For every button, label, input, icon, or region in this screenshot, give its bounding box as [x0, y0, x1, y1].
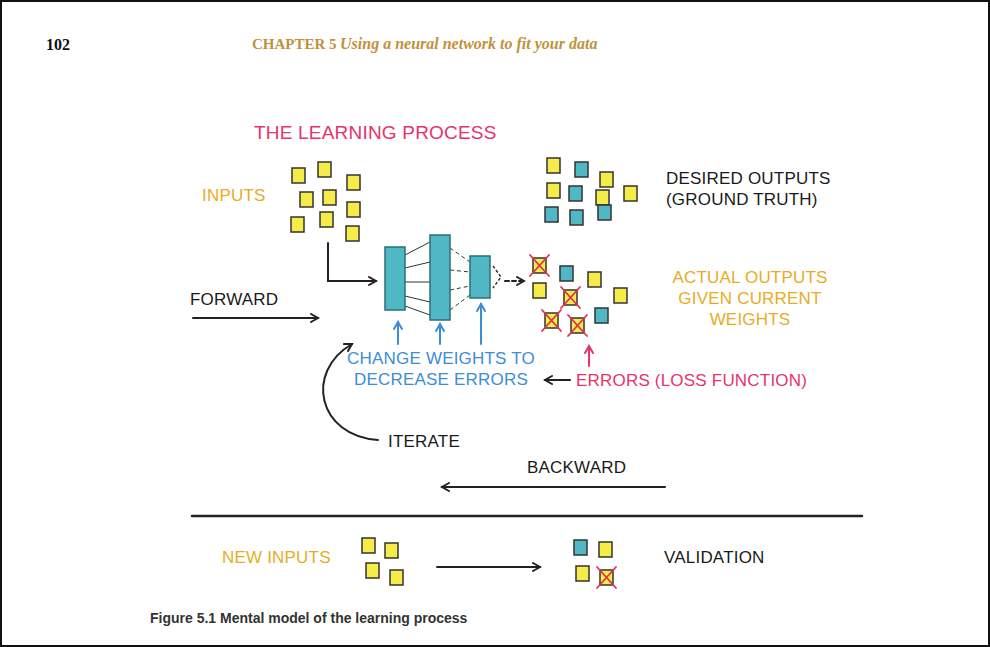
error-marks: [530, 255, 616, 588]
iterate-label: ITERATE: [388, 431, 498, 452]
sticky-note: [533, 283, 546, 298]
sticky-note: [560, 266, 573, 281]
error-cross: [597, 567, 616, 588]
sticky-note: [574, 540, 587, 555]
sticky-note: [318, 162, 331, 177]
validation-label: VALIDATION: [664, 547, 804, 568]
sticky-note: [300, 192, 313, 207]
sticky-note: [385, 543, 398, 558]
actual-outputs-label: ACTUAL OUTPUTS GIVEN CURRENT WEIGHTS: [655, 267, 845, 330]
sticky-note: [366, 563, 379, 578]
chapter-label: CHAPTER 5: [252, 36, 342, 53]
page-number: 102: [46, 36, 106, 54]
error-cross: [542, 310, 561, 331]
loss-label: ERRORS (LOSS FUNCTION): [576, 370, 836, 391]
weight-update-arrows: [398, 304, 481, 344]
error-cross: [530, 255, 549, 276]
diagram-title: THE LEARNING PROCESS: [254, 122, 554, 143]
sticky-note: [320, 212, 333, 227]
sticky-note: [596, 190, 609, 205]
sticky-note: [545, 207, 558, 222]
error-cross: [568, 315, 587, 336]
backward-label: BACKWARD: [527, 457, 657, 478]
sticky-note: [576, 566, 589, 581]
sticky-note: [547, 183, 560, 198]
sticky-note: [570, 210, 583, 225]
sticky-note: [600, 172, 613, 187]
sticky-note: [547, 158, 560, 173]
sticky-note: [599, 542, 612, 557]
sticky-note: [595, 308, 608, 323]
sticky-note: [569, 186, 582, 201]
sticky-note: [323, 190, 336, 205]
new-inputs-label: NEW INPUTS: [222, 547, 357, 568]
inputs-label: INPUTS: [202, 185, 292, 206]
sticky-note: [346, 226, 359, 241]
sticky-note: [624, 186, 637, 201]
sticky-note: [598, 205, 611, 220]
sticky-note: [614, 288, 627, 303]
network-layers: [385, 235, 501, 320]
sticky-note: [292, 168, 305, 183]
sticky-note: [291, 217, 304, 232]
running-header: Using a neural network to fit your data: [340, 35, 700, 53]
sticky-note: [575, 162, 588, 177]
flow-arrows: [192, 243, 862, 567]
sticky-note: [347, 175, 360, 190]
sticky-note: [347, 202, 360, 217]
sticky-note: [390, 570, 403, 585]
change-weights-label: CHANGE WEIGHTS TO DECREASE ERRORS: [336, 348, 546, 390]
sticky-note: [362, 538, 375, 553]
sticky-note: [588, 272, 601, 287]
forward-label: FORWARD: [190, 289, 310, 310]
ground-truth-label: DESIRED OUTPUTS (GROUND TRUTH): [666, 168, 866, 210]
figure-caption: Figure 5.1 Mental model of the learning …: [150, 610, 750, 626]
error-cross: [561, 287, 580, 308]
